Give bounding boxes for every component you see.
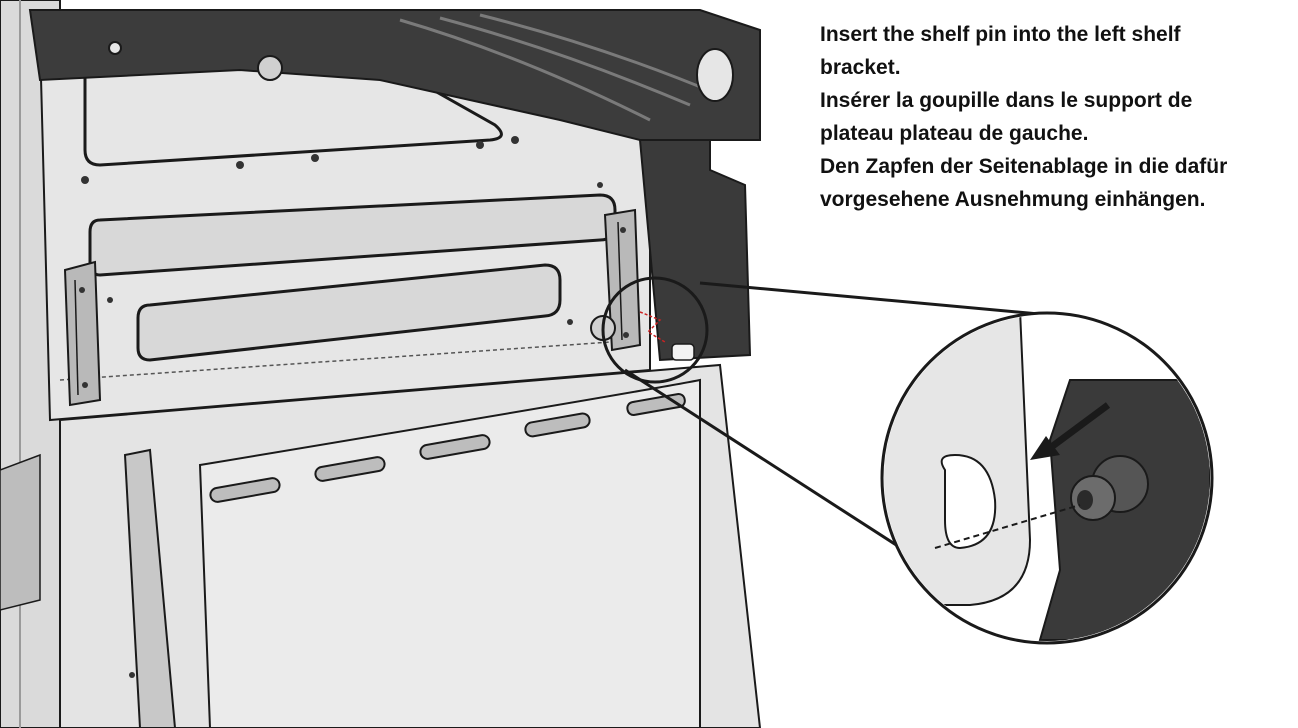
instruction-en-line1: Insert the shelf pin into the left shelf: [820, 23, 1181, 46]
zoom-detail: [880, 311, 1214, 645]
vent-slot: [419, 434, 491, 460]
vent-slot: [314, 456, 386, 482]
arrow-icon: [1030, 402, 1111, 460]
instruction-fr-line1: Insérer la goupille dans le support de: [820, 89, 1193, 112]
back-panel: [38, 38, 651, 422]
left-bracket: [63, 260, 102, 407]
instruction-text: Insert the shelf pin into the left shelf…: [820, 18, 1290, 216]
vent-slot: [209, 477, 281, 503]
panel-slot: [136, 263, 562, 362]
vent-slot: [524, 412, 591, 438]
panel-slot: [88, 193, 617, 277]
shelf-bracket: [590, 139, 752, 362]
callout-leader-lines: [624, 281, 1051, 572]
guide-dash: [639, 311, 666, 343]
shelf-pin: [671, 343, 695, 361]
callout-marker: [601, 276, 709, 384]
instruction-de-line2: vorgesehene Ausnehmung einhängen.: [820, 188, 1206, 211]
grill-lid: [28, 9, 761, 141]
front-panel: [59, 363, 762, 728]
shelf-pin-detail: [1070, 455, 1149, 521]
instruction-en-line2: bracket.: [820, 56, 901, 79]
instruction-fr-line2: plateau plateau de gauche.: [820, 122, 1089, 145]
instruction-de-line1: Den Zapfen der Seitenablage in die dafür: [820, 155, 1228, 178]
